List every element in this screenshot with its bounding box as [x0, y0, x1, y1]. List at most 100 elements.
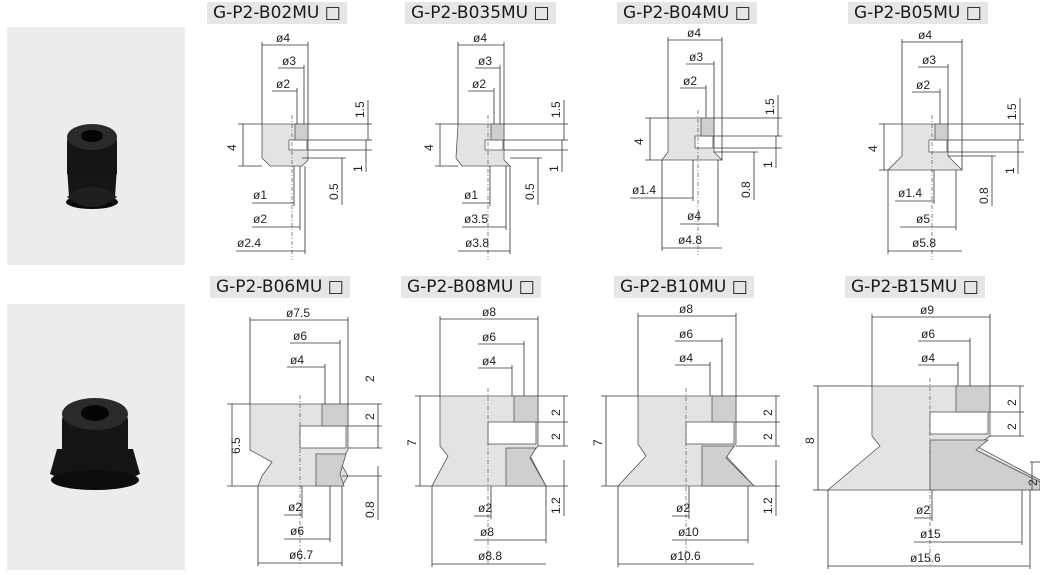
dim-b04-b2: ø4 [687, 209, 701, 223]
dim-b05-t3: ø2 [916, 78, 930, 92]
dim-b10-r3: 1.2 [761, 497, 775, 514]
dim-b02-b3: ø2.4 [237, 236, 261, 250]
dim-b08-h: 7 [405, 439, 419, 446]
dim-b10-b2: ø10 [678, 525, 699, 539]
dim-b15-t1: ø9 [920, 303, 934, 317]
dim-b10-h: 7 [591, 439, 605, 446]
dim-b15-b1: ø2 [916, 503, 930, 517]
drawing-b035: ø4 ø3 ø2 4 1.5 1 0.5 ø1 ø3.5 ø3.8 [422, 31, 568, 260]
product-photo-large [7, 304, 185, 570]
drawing-b04: ø4 ø3 ø2 4 1.5 1 0.8 ø1.4 ø4 ø4.8 [630, 26, 782, 255]
dim-b08-t3: ø4 [482, 354, 496, 368]
drawing-b05: ø4 ø3 ø2 4 1.5 1 0.8 ø1.4 ø5 ø5.8 [866, 28, 1024, 260]
dim-b05-r1: 1.5 [1005, 103, 1019, 120]
model-title-b10: G-P2-B10MU □ [614, 276, 754, 298]
dim-b05-b1: ø1.4 [898, 186, 922, 200]
dim-b15-b2: ø15 [920, 527, 941, 541]
dim-b04-r1: 1.5 [763, 98, 777, 115]
dim-b035-r3: 0.5 [523, 183, 537, 200]
dim-b08-r3: 1.2 [549, 497, 563, 514]
dim-b04-r3: 0.8 [739, 181, 753, 198]
drawing-b10: ø8 ø6 ø4 7 2 2 1.2 ø2 ø10 ø10.6 [591, 302, 780, 567]
dim-b02-b2: ø2 [253, 212, 267, 226]
dim-b06-r2: 2 [363, 413, 377, 420]
dim-b08-t1: ø8 [482, 305, 496, 319]
model-title-b02: G-P2-B02MU □ [207, 2, 347, 24]
dim-b15-r1: 2 [1005, 399, 1019, 406]
dim-b05-b2: ø5 [916, 212, 930, 226]
suction-cup-small-image [66, 124, 118, 209]
dim-b035-t1: ø4 [473, 31, 487, 45]
dim-b08-r1: 2 [549, 409, 563, 416]
dim-b06-h: 6.5 [229, 437, 243, 454]
dim-b10-r1: 2 [761, 409, 775, 416]
model-title-b05: G-P2-B05MU □ [848, 2, 988, 24]
drawing-b15: ø9 ø6 ø4 8 2 2 2 ø2 ø15 ø15.6 [803, 303, 1040, 569]
dim-b15-r2: 2 [1005, 423, 1019, 430]
dim-b08-b2: ø8 [480, 525, 494, 539]
dim-b05-t2: ø3 [922, 53, 936, 67]
product-photo-small [7, 27, 185, 265]
dim-b06-t3: ø4 [290, 353, 304, 367]
dim-b035-t2: ø3 [478, 54, 492, 68]
dim-b15-h: 8 [803, 437, 817, 444]
dim-b06-r1: 2 [363, 375, 377, 382]
dim-b02-t2: ø3 [282, 54, 296, 68]
dim-b10-r2: 2 [761, 433, 775, 440]
dim-b08-r2: 2 [549, 433, 563, 440]
dim-b08-b1: ø2 [478, 501, 492, 515]
suction-cup-large-image [50, 398, 140, 490]
drawing-b02: ø4 ø3 ø2 4 1.5 1 0.5 ø1 ø2 ø2.4 [225, 31, 372, 260]
model-title-b15: G-P2-B15MU □ [845, 276, 985, 298]
dim-b08-t2: ø6 [482, 330, 496, 344]
dim-b02-h: 4 [225, 144, 239, 151]
dim-b02-r2: 1 [351, 165, 365, 172]
dim-b08-b3: ø8.8 [478, 549, 502, 563]
dim-b035-r2: 1 [547, 165, 561, 172]
dim-b06-t2: ø6 [293, 329, 307, 343]
dim-b05-r2: 1 [1003, 167, 1017, 174]
dim-b05-t1: ø4 [918, 28, 932, 42]
dim-b035-h: 4 [422, 144, 436, 151]
dim-b10-t1: ø8 [679, 302, 693, 316]
model-title-b08: G-P2-B08MU □ [401, 276, 541, 298]
dim-b15-r3: 2 [1026, 479, 1040, 486]
dim-b02-b1: ø1 [253, 188, 267, 202]
dim-b04-b1: ø1.4 [632, 183, 656, 197]
dim-b06-b1: ø2 [288, 500, 302, 514]
dim-b15-b3: ø15.6 [910, 551, 941, 565]
dim-b04-b3: ø4.8 [678, 233, 702, 247]
model-title-b04: G-P2-B04MU □ [617, 2, 757, 24]
dim-b02-r3: 0.5 [327, 183, 341, 200]
dim-b05-b3: ø5.8 [912, 236, 936, 250]
dim-b02-t3: ø2 [276, 77, 290, 91]
dim-b06-t1: ø7.5 [286, 306, 310, 320]
dim-b035-b3: ø3.8 [465, 236, 489, 250]
dim-b035-r1: 1.5 [549, 101, 563, 118]
dim-b06-b3: ø6.7 [289, 548, 313, 562]
dim-b035-b1: ø1 [464, 188, 478, 202]
dim-b10-t2: ø6 [679, 327, 693, 341]
dim-b04-t3: ø2 [683, 74, 697, 88]
model-title-b06: G-P2-B06MU □ [210, 276, 350, 298]
dim-b035-t3: ø2 [472, 77, 486, 91]
dim-b10-b1: ø2 [676, 501, 690, 515]
dim-b05-h: 4 [866, 145, 880, 152]
dim-b10-b3: ø10.6 [670, 549, 701, 563]
dim-b04-t1: ø4 [687, 26, 701, 40]
dim-b035-b2: ø3.5 [464, 212, 488, 226]
dim-b06-r3: 0.8 [363, 501, 377, 518]
dim-b06-b2: ø6 [290, 524, 304, 538]
dim-b04-h: 4 [632, 138, 646, 145]
dim-b02-r1: 1.5 [353, 101, 367, 118]
drawing-b08: ø8 ø6 ø4 7 2 2 1.2 ø2 ø8 ø8.8 [405, 305, 568, 567]
model-title-b035: G-P2-B035MU □ [405, 2, 556, 24]
dim-b04-t2: ø3 [689, 50, 703, 64]
dim-b04-r2: 1 [761, 161, 775, 168]
drawing-b06: ø7.5 ø6 ø4 6.5 2 2 0.8 ø2 ø6 ø6.7 [227, 306, 382, 566]
dim-b02-t1: ø4 [276, 31, 290, 45]
dim-b15-t2: ø6 [921, 327, 935, 341]
dim-b10-t3: ø4 [679, 351, 693, 365]
dim-b15-t3: ø4 [921, 351, 935, 365]
